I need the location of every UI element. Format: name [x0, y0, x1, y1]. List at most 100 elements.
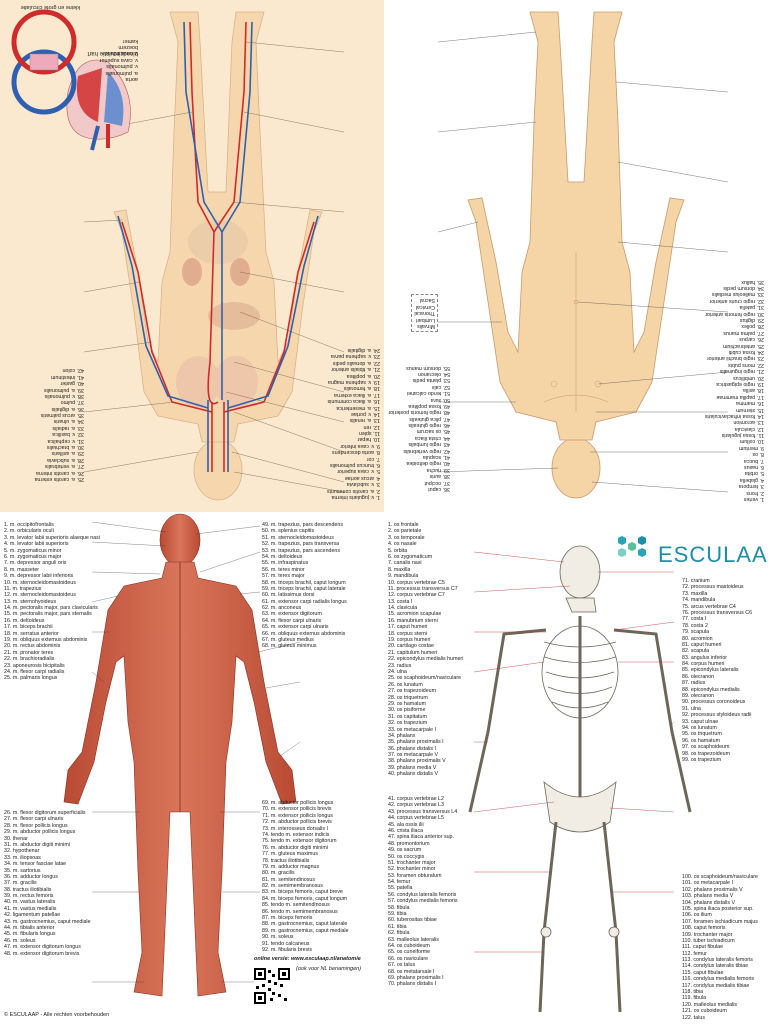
list-item: 27. palma manus [723, 329, 764, 336]
list-item: 8. aorta descendens [331, 449, 380, 456]
list-item: Thoracal [414, 310, 435, 317]
list-item: 11. processus transversus C7 [388, 585, 458, 592]
online-version-link[interactable]: online versie: www.esculaap.nl/anatomie [254, 956, 361, 962]
list-item: 15. sternum [736, 406, 764, 413]
list-item: 61. tibia [388, 923, 407, 930]
list-item: 11. fossa jugularis [721, 432, 764, 439]
list-item: 43. regio lumbalis [408, 441, 450, 448]
list-item: v. cava inferior [102, 50, 138, 57]
list-item: 68. m. gluteus minimus [262, 643, 317, 650]
list-item: 35. hallux [741, 278, 764, 285]
skeleton-labels-left-lower: 41. corpus vertebrae L2 42. corpus verte… [388, 796, 457, 988]
list-item: 90. processus coronoideus [682, 699, 746, 706]
list-item: 34. phalanx [388, 732, 416, 739]
list-item: 49. m. trapezius, pars descendens [262, 522, 343, 528]
list-item: 33. a. radialis [52, 424, 84, 431]
list-item: 10. m. sternocleidomastoideus [4, 579, 76, 586]
list-item: 97. os scaphoideum [682, 744, 730, 751]
list-item: 59. m. triceps brachii, caput laterale [262, 585, 346, 592]
list-item: 12. m. sternocleidomastoideus [4, 592, 76, 599]
list-item: 80. m. gracilis [262, 870, 295, 877]
list-item: 13. m. sternohyoideus [4, 598, 57, 605]
list-item: 39. nucha [426, 466, 450, 473]
list-item: 90. m. soleus [262, 934, 294, 941]
list-item: 24. m. flexor carpi radialis [4, 668, 65, 675]
list-item: 4. os nasale [388, 541, 417, 548]
list-item: 20. a. poplitea [346, 372, 380, 379]
list-item: 76. processus transversus C6 [682, 609, 753, 616]
list-item: 28. os triquetrum [388, 694, 428, 701]
list-item: Cervical [415, 303, 435, 310]
list-item: 27. os trapezoideum [388, 688, 436, 695]
muscles-figure [63, 513, 301, 997]
list-item: 6. m. zygomaticus major [4, 553, 62, 560]
list-item: 64. os cuboideum [388, 942, 430, 949]
list-item: 94. os lunatum [682, 724, 717, 731]
list-item: 92. m. fibularis brevis [262, 946, 313, 953]
list-item: 103. phalanx media V [682, 893, 734, 900]
list-item: 45. m. fibularis longus [4, 931, 56, 938]
qr-code-icon[interactable] [254, 968, 290, 1004]
list-item: 72. processus mastoideus [682, 584, 744, 591]
list-item: 18. m. serratus anterior [4, 630, 59, 637]
list-item: 53. planta pedis [412, 377, 450, 384]
list-item: 16. a. iliaca communis [327, 398, 380, 405]
list-item: 26. a. carotis interna [36, 469, 84, 476]
list-item: 85. epicondylus lateralis [682, 667, 739, 674]
list-item: 16. manubrium sterni [388, 617, 438, 624]
list-item: 5. v. cava superior [337, 468, 380, 475]
list-item: 63. m. extensor digitorum [262, 611, 322, 618]
skeleton-labels-right: 71. cranium 72. processus mastoideus 73.… [682, 578, 752, 763]
list-item: 39. m. rectus femoris [4, 893, 54, 900]
circulation-labels-right: 25. a. carotis externa 26. a. carotis in… [35, 367, 84, 482]
list-item: 61. m. extensor carpi radialis longus [262, 598, 347, 605]
list-item: 6. truncus pulmonalis [329, 462, 380, 469]
list-item: 91. ulna [682, 705, 701, 712]
circulation-rotated: 1. v. jugularis interna 2. a. carotis co… [0, 0, 384, 512]
list-item: 8. m. masseter [4, 566, 40, 573]
circulation-loop [11, 9, 77, 115]
list-item: 32. hypothenar [4, 848, 40, 855]
list-item: 81. caput humeri [682, 641, 722, 648]
qr-code-graphic [254, 968, 290, 1004]
circulation-figure [83, 11, 345, 501]
list-item: 34. a. ulnaris [53, 418, 84, 425]
list-item: 88. epicondylus medialis [682, 686, 740, 693]
list-item: 88. m. gastrocnemius, caput laterale [262, 921, 348, 928]
list-item: 75. arcus vertebrae C4 [682, 603, 736, 610]
list-item: 32. os trapezium [388, 720, 428, 727]
list-item: 22. epicondylus medialis humeri [388, 656, 464, 663]
list-item: 58. m. triceps brachii, caput longum [262, 579, 346, 586]
esculaap-logo-icon [618, 536, 646, 557]
list-item: 56. condylus lateralis femoris [388, 891, 457, 898]
list-item: 39. a. pulmonalis [43, 386, 84, 393]
list-item: 26. m. flexor digitorum superficialis [4, 810, 86, 816]
list-item: 121. os cuboideum [682, 1008, 727, 1015]
list-item: 31. os capitatum [388, 713, 427, 720]
list-item: 42. corpus vertebrae L3 [388, 802, 444, 809]
esculaap-brand: ESCULAAP [658, 542, 768, 567]
list-item: 93. caput ulnae [682, 718, 719, 725]
list-item: 41. m. vastus medialis [4, 905, 57, 912]
list-item: 54. olecranon [417, 370, 450, 377]
muscles-labels-right-lower: 69. m. abductor pollicis longus 70. m. e… [262, 800, 349, 953]
schema-title: kleine en grote circulatie [20, 4, 80, 10]
online-note: (ook voor NL benamingen) [296, 966, 362, 972]
list-item: 57. m. teres major [262, 573, 305, 580]
list-item: 91. tendo calcaneus [262, 940, 310, 947]
list-item: 44. crista iliaca [414, 434, 450, 441]
list-item: 29. m. abductor pollicis longus [4, 829, 76, 836]
list-item: 45. os sacrum [416, 428, 450, 435]
list-item: 25. os scaphoideum/naviculare [388, 675, 462, 682]
surface-labels-left: 1. vertex 2. frons 3. tempora 4. glabell… [705, 278, 764, 502]
list-item: 19. v. saphena magna [327, 378, 380, 385]
list-item: 57. condylus medialis femoris [388, 898, 458, 905]
list-item: 68. os metatarsale I [388, 968, 435, 975]
list-item: 16. m. deltoideus [4, 617, 45, 624]
list-item: 77. m. gluteus maximus [262, 851, 318, 858]
list-item: 3. os temporale [388, 534, 425, 541]
list-item: 40. regio deltoidea [406, 460, 450, 467]
list-item: 70. phalanx distalis I [388, 981, 436, 988]
list-item: 95. os triquetrum [682, 731, 722, 738]
list-item: 50. m. splenius capitis [262, 528, 315, 535]
